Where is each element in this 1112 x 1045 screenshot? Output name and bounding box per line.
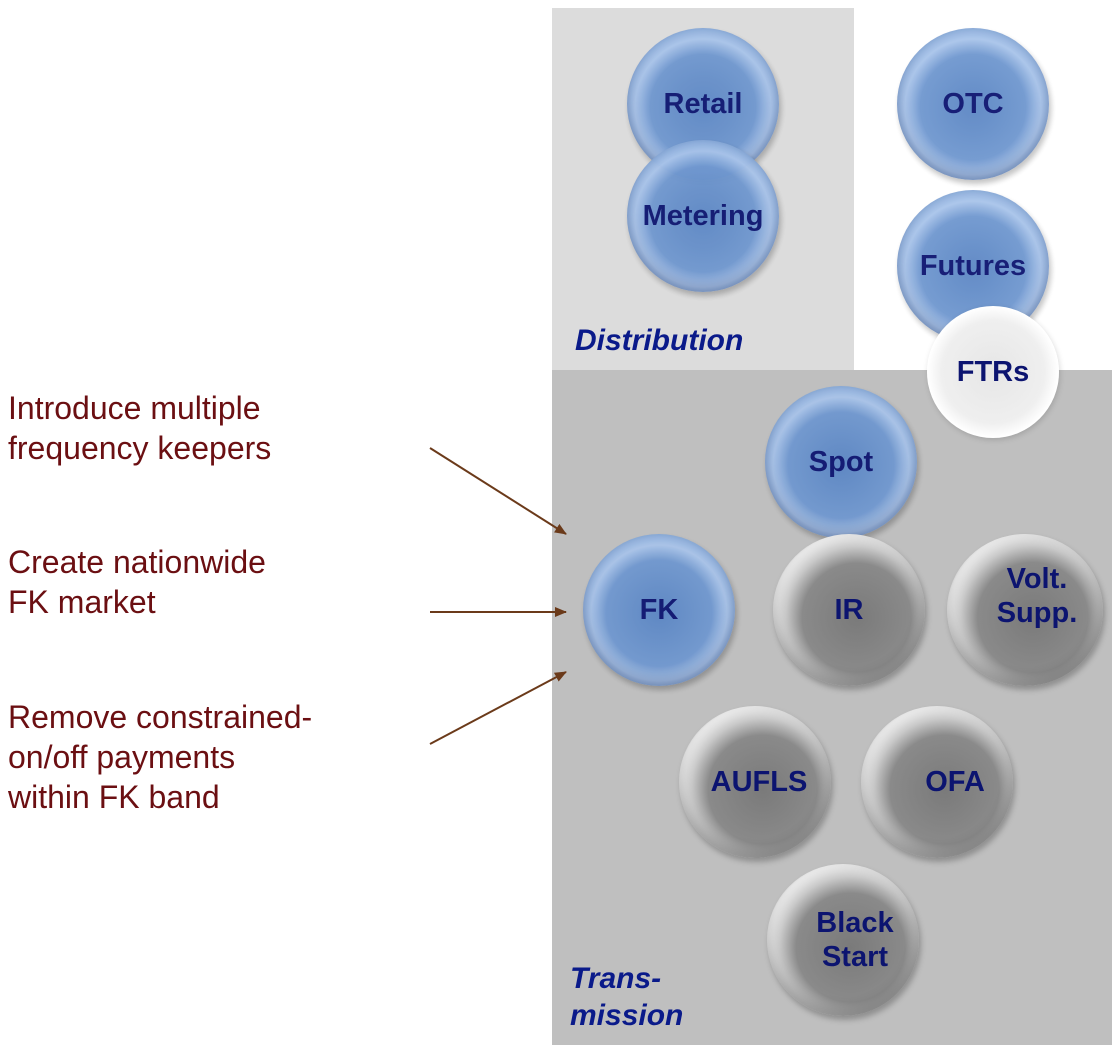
spot-label: Spot: [808, 446, 874, 478]
ftrs-label: FTRs: [956, 356, 1030, 388]
ofa-label: OFA: [925, 766, 985, 798]
metering-bubble: Metering: [627, 140, 779, 292]
aufls-label: AUFLS: [710, 766, 808, 798]
volt-supp-label: Volt. Supp.: [996, 563, 1078, 629]
spot-bubble: Spot: [765, 386, 917, 538]
metering-label: Metering: [642, 200, 764, 232]
fk-label: FK: [639, 594, 679, 626]
ir-bubble: IR: [773, 534, 925, 686]
ofa-bubble: OFA: [861, 706, 1013, 858]
retail-label: Retail: [663, 88, 743, 120]
aufls-bubble: AUFLS: [679, 706, 831, 858]
retail-bubble: Retail: [627, 28, 779, 180]
black-start-label: Black Start: [816, 907, 894, 973]
note-introduce-frequency-keepers: Introduce multiple frequency keepers: [8, 390, 272, 466]
black-start-bubble: Black Start: [767, 864, 919, 1016]
otc-label: OTC: [942, 88, 1004, 120]
volt-supp-bubble: Volt. Supp.: [947, 534, 1103, 686]
arrow-note-3: [429, 671, 567, 745]
fk-bubble: FK: [583, 534, 735, 686]
distribution-label: Distribution: [575, 324, 744, 357]
futures-label: Futures: [919, 250, 1027, 282]
otc-bubble: OTC: [897, 28, 1049, 180]
transmission-label: Trans- mission: [570, 962, 684, 1032]
note-create-fk-market: Create nationwide FK market: [8, 544, 266, 620]
ftrs-bubble: FTRs: [927, 306, 1059, 438]
arrow-note-1: [429, 447, 567, 535]
note-remove-constrained-payments: Remove constrained- on/off payments with…: [8, 699, 313, 815]
ir-label: IR: [834, 594, 864, 626]
